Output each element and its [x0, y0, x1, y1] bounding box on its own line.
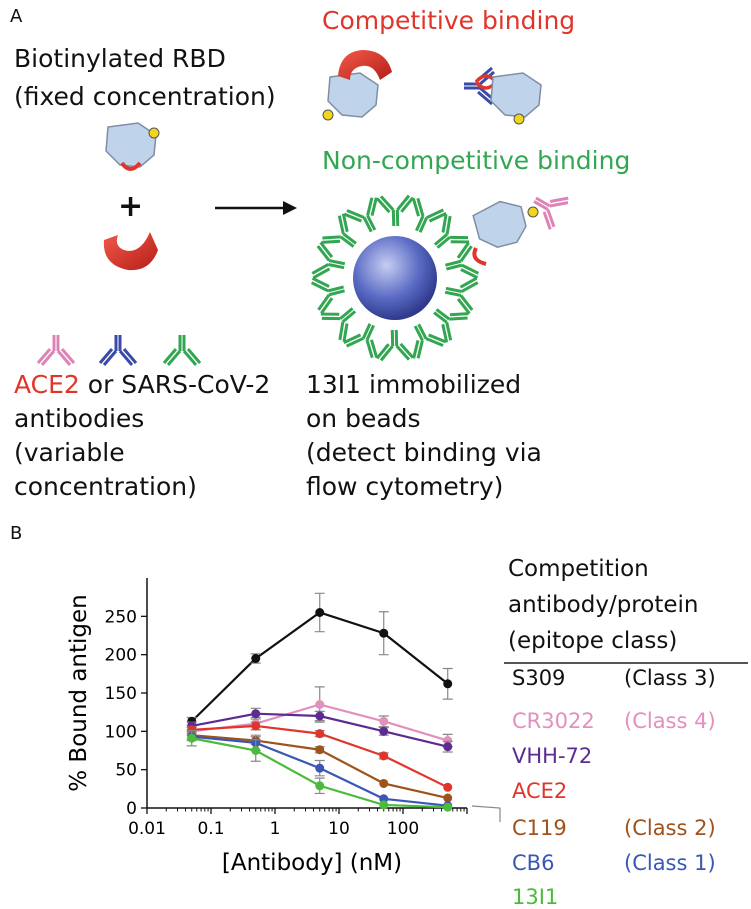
data-point	[315, 745, 325, 755]
data-point	[443, 679, 453, 689]
ace2-word: ACE2	[14, 370, 80, 399]
legend-name-cr3022: CR3022	[512, 709, 595, 733]
y-tick-label: 250	[105, 607, 137, 627]
bead-with-13i1-antibodies-icon	[309, 182, 572, 362]
competitive-binding-label: Competitive binding	[322, 6, 576, 35]
legend-name-cb6: CB6	[512, 851, 555, 875]
fixed-concentration-label: (fixed concentration)	[14, 82, 276, 111]
arrow-right-icon	[215, 201, 297, 215]
data-point	[379, 726, 389, 736]
data-point	[379, 778, 389, 788]
data-point	[379, 628, 389, 638]
legend-title-line-3: (epitope class)	[508, 628, 678, 654]
antibodies-line: antibodies	[14, 404, 145, 433]
data-point	[251, 721, 261, 731]
data-point	[315, 700, 325, 709]
data-point	[315, 711, 325, 721]
panel-a-label: A	[10, 6, 23, 27]
legend-name-vhh-72: VHH-72	[512, 744, 593, 768]
legend-leader-line	[471, 805, 501, 822]
data-point	[315, 781, 325, 791]
data-point	[251, 709, 261, 719]
legend-name-ace2: ACE2	[512, 779, 568, 803]
competitive-antibody-rbd-icon	[462, 66, 542, 125]
ace2-protein-icon	[103, 232, 158, 271]
legend-title-line-2: antibody/protein	[508, 592, 699, 618]
panel-b-label: B	[10, 523, 23, 544]
y-tick-label: 150	[105, 684, 137, 704]
noncompetitive-binding-label: Non-competitive binding	[322, 146, 631, 175]
data-point	[379, 800, 389, 810]
immobilized-line-4: flow cytometry)	[306, 472, 504, 501]
rbd-molecule-icon	[105, 122, 160, 171]
legend-name-c119: C119	[512, 816, 567, 840]
x-tick-label: 10	[328, 819, 350, 839]
data-point	[251, 654, 261, 663]
legend-class-cb6: (Class 1)	[624, 851, 716, 875]
ace2-rest: or SARS-CoV-2	[79, 370, 271, 399]
data-point	[379, 751, 389, 761]
y-tick-label: 50	[115, 761, 137, 781]
immobilized-line-3: (detect binding via	[306, 438, 542, 467]
data-point	[443, 742, 453, 752]
x-tick-label: 100	[387, 819, 419, 839]
y-tick-label: 200	[105, 646, 137, 666]
legend-divider	[504, 662, 748, 664]
legend-name-13i1: 13I1	[512, 885, 559, 909]
series-vhh-72	[186, 707, 453, 753]
data-point	[315, 729, 325, 739]
data-point	[379, 716, 389, 726]
x-tick-label: 1	[270, 819, 281, 839]
plus-sign: +	[118, 189, 144, 224]
competitive-ace2-rbd-icon	[322, 50, 392, 121]
data-point	[251, 746, 261, 755]
y-axis-label: % Bound antigen	[66, 594, 92, 792]
immobilized-line-2: on beads	[306, 404, 421, 433]
concentration-line: concentration)	[14, 472, 197, 501]
data-point	[443, 802, 453, 812]
data-point	[443, 782, 453, 792]
biotinylated-rbd-label: Biotinylated RBD	[14, 44, 226, 73]
legend-name-s309: S309	[512, 666, 566, 690]
legend-class-s309: (Class 3)	[624, 666, 716, 690]
ace2-or-antibodies-label: ACE2 or SARS-CoV-2	[14, 372, 270, 397]
data-point	[187, 733, 197, 743]
legend-class-c119: (Class 2)	[624, 816, 716, 840]
x-tick-label: 0.1	[197, 819, 224, 839]
chart-axes: 0 50 100 150 200 250 0.01 0.1 1 10 100 [Antibody] (…	[66, 578, 468, 876]
y-tick-label: 0	[126, 799, 137, 819]
x-axis-label: [Antibody] (nM)	[222, 850, 402, 876]
immobilized-line-1: 13I1 immobilized	[306, 370, 522, 399]
data-point	[443, 793, 453, 803]
y-tick-label: 100	[105, 722, 137, 742]
data-point	[315, 608, 325, 617]
legend-title-line-1: Competition	[508, 556, 649, 582]
x-tick-label: 0.01	[128, 819, 166, 839]
variable-line: (variable	[14, 438, 125, 467]
legend-class-cr3022: (Class 4)	[624, 709, 716, 733]
series-13i1	[186, 729, 453, 812]
data-point	[315, 763, 325, 773]
